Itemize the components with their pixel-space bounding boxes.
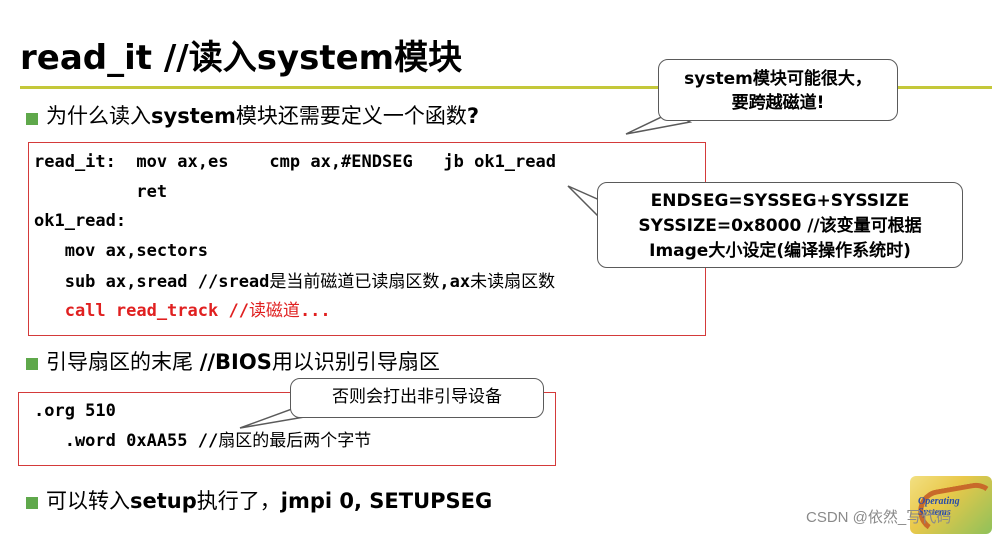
- bullet-3-part-b: setup: [130, 489, 197, 513]
- slide-title: read_it //读入system模块: [20, 38, 463, 78]
- bullet-3-text: 可以转入setup执行了，jmpi 0, SETUPSEG: [46, 485, 492, 515]
- bullet-icon: [26, 113, 38, 125]
- bullet-1-part-c: 模块还需要定义一个函数: [235, 104, 467, 128]
- code2-line-2-a: .word 0xAA55 //: [34, 431, 219, 451]
- csdn-watermark: CSDN @依然_写代码: [806, 509, 952, 526]
- bullet-3-part-c: 执行了，: [196, 489, 281, 513]
- callout-non-boot-device: 否则会打出非引导设备: [290, 378, 544, 418]
- bullet-2-part-c: 用以识别引导扇区: [271, 350, 440, 374]
- code-line-6-comment: 读磁道: [248, 301, 300, 321]
- bullet-1-part-d: ?: [466, 104, 480, 128]
- code-line-6: call read_track //读磁道...: [34, 296, 331, 326]
- bullet-1-part-a: 为什么读入: [46, 104, 151, 128]
- code-line-5-comment-a: 是当前磁道已读扇区数: [269, 272, 440, 292]
- logo-text: Operating Systems: [918, 496, 960, 518]
- bullet-3-part-d: jmpi 0, SETUPSEG: [280, 489, 493, 513]
- callout-middle-line-3: Image大小设定(编译操作系统时): [649, 241, 911, 261]
- code-line-1: read_it: mov ax,es cmp ax,#ENDSEG jb ok1…: [34, 152, 556, 172]
- bullet-1-text: 为什么读入system模块还需要定义一个函数?: [46, 100, 479, 130]
- bullet-2-part-b: //BIOS: [199, 350, 272, 374]
- code2-line-1: .org 510: [34, 401, 116, 421]
- title-underline: [20, 86, 992, 89]
- bullet-icon: [26, 497, 38, 509]
- code-line-5-b: ,ax: [439, 272, 471, 292]
- code2-line-2-comment: 扇区的最后两个字节: [218, 431, 372, 451]
- bullet-3-part-a: 可以转入: [46, 489, 130, 513]
- code-line-5-comment-b: 未读扇区数: [470, 272, 556, 292]
- code-line-5: sub ax,sread //sread是当前磁道已读扇区数,ax未读扇区数: [34, 267, 555, 297]
- code-line-5-a: sub ax,sread //sread: [34, 272, 270, 292]
- operating-systems-logo: Operating Systems: [910, 476, 992, 534]
- code-line-6-b: ...: [299, 301, 331, 321]
- code-line-4: mov ax,sectors: [34, 241, 208, 261]
- bullet-icon: [26, 358, 38, 370]
- callout-middle-line-2: SYSSIZE=0x8000 //该变量可根据: [638, 216, 922, 236]
- callout-endseg: ENDSEG=SYSSEG+SYSSIZE SYSSIZE=0x8000 //该…: [597, 182, 963, 268]
- code-line-6-a: call read_track //: [34, 301, 249, 321]
- callout-top-line-1: system模块可能很大，: [684, 69, 872, 89]
- callout-middle-line-1: ENDSEG=SYSSEG+SYSSIZE: [650, 191, 910, 211]
- callout-system-large: system模块可能很大， 要跨越磁道!: [658, 59, 898, 121]
- bullet-2-text: 引导扇区的末尾 //BIOS用以识别引导扇区: [46, 346, 440, 376]
- bullet-1-part-b: system: [151, 104, 236, 128]
- callout-top-line-2: 要跨越磁道!: [731, 93, 825, 113]
- code-block-read-it: [28, 142, 706, 336]
- code-line-3: ok1_read:: [34, 211, 127, 231]
- code-line-2: ret: [34, 182, 168, 202]
- bullet-2-part-a: 引导扇区的末尾: [46, 350, 200, 374]
- code2-line-2: .word 0xAA55 //扇区的最后两个字节: [34, 426, 372, 456]
